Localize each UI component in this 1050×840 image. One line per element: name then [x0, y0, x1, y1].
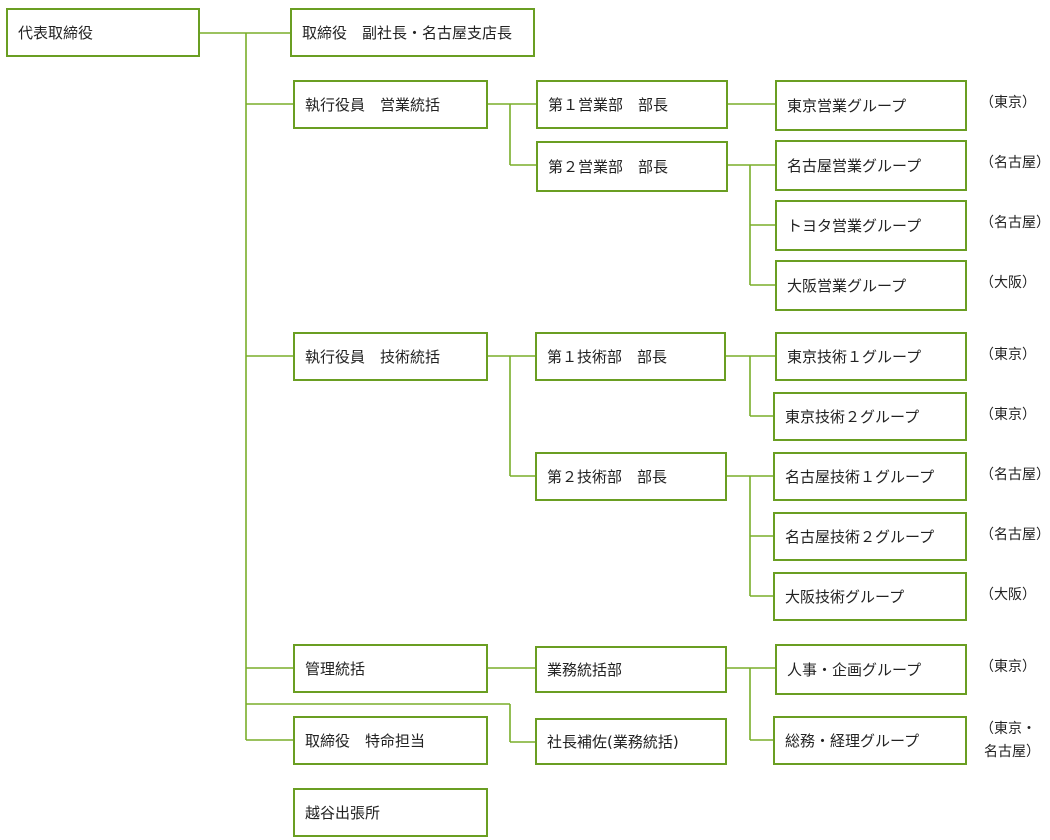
location-ga-line2: 名古屋） — [984, 744, 1040, 760]
location-tokyo-tech1: （東京） — [980, 347, 1036, 363]
location-tokyo-sales: （東京） — [980, 95, 1036, 111]
node-sales-dept2: 第２営業部 部長 — [536, 141, 728, 192]
location-osaka-tech: （大阪） — [980, 587, 1036, 603]
location-ga-line1: （東京・ — [980, 721, 1036, 737]
node-koshigaya: 越谷出張所 — [293, 788, 488, 837]
node-tokyo-sales-group: 東京営業グループ — [775, 80, 967, 131]
node-toyota-sales-group: トヨタ営業グループ — [775, 200, 967, 251]
node-osaka-tech-group: 大阪技術グループ — [773, 572, 967, 621]
location-nagoya-sales: （名古屋） — [980, 155, 1050, 171]
node-director-vp: 取締役 副社長・名古屋支店長 — [290, 8, 535, 57]
node-tech-dept1: 第１技術部 部長 — [535, 332, 726, 381]
node-ga-group: 総務・経理グループ — [773, 716, 967, 765]
node-mgmt: 管理統括 — [293, 644, 488, 693]
node-tokyo-tech2-group: 東京技術２グループ — [773, 392, 967, 441]
node-biz-dept: 業務統括部 — [535, 646, 727, 693]
node-sales-dept1: 第１営業部 部長 — [536, 80, 728, 129]
node-tokyo-tech1-group: 東京技術１グループ — [775, 332, 967, 381]
location-hr: （東京） — [980, 659, 1036, 675]
node-nagoya-sales-group: 名古屋営業グループ — [775, 140, 967, 191]
location-osaka-sales: （大阪） — [980, 275, 1036, 291]
location-toyota-sales: （名古屋） — [980, 215, 1050, 231]
node-assistant: 社長補佐(業務統括) — [535, 718, 727, 765]
location-nagoya-tech2: （名古屋） — [980, 527, 1050, 543]
node-nagoya-tech1-group: 名古屋技術１グループ — [773, 452, 967, 501]
node-ceo: 代表取締役 — [6, 8, 200, 57]
node-hr-group: 人事・企画グループ — [775, 644, 967, 695]
node-exec-tech: 執行役員 技術統括 — [293, 332, 488, 381]
node-tech-dept2: 第２技術部 部長 — [535, 452, 727, 501]
node-nagoya-tech2-group: 名古屋技術２グループ — [773, 512, 967, 561]
location-tokyo-tech2: （東京） — [980, 407, 1036, 423]
node-exec-sales: 執行役員 営業統括 — [293, 80, 488, 129]
location-nagoya-tech1: （名古屋） — [980, 467, 1050, 483]
node-osaka-sales-group: 大阪営業グループ — [775, 260, 967, 311]
node-director-special: 取締役 特命担当 — [293, 716, 488, 765]
